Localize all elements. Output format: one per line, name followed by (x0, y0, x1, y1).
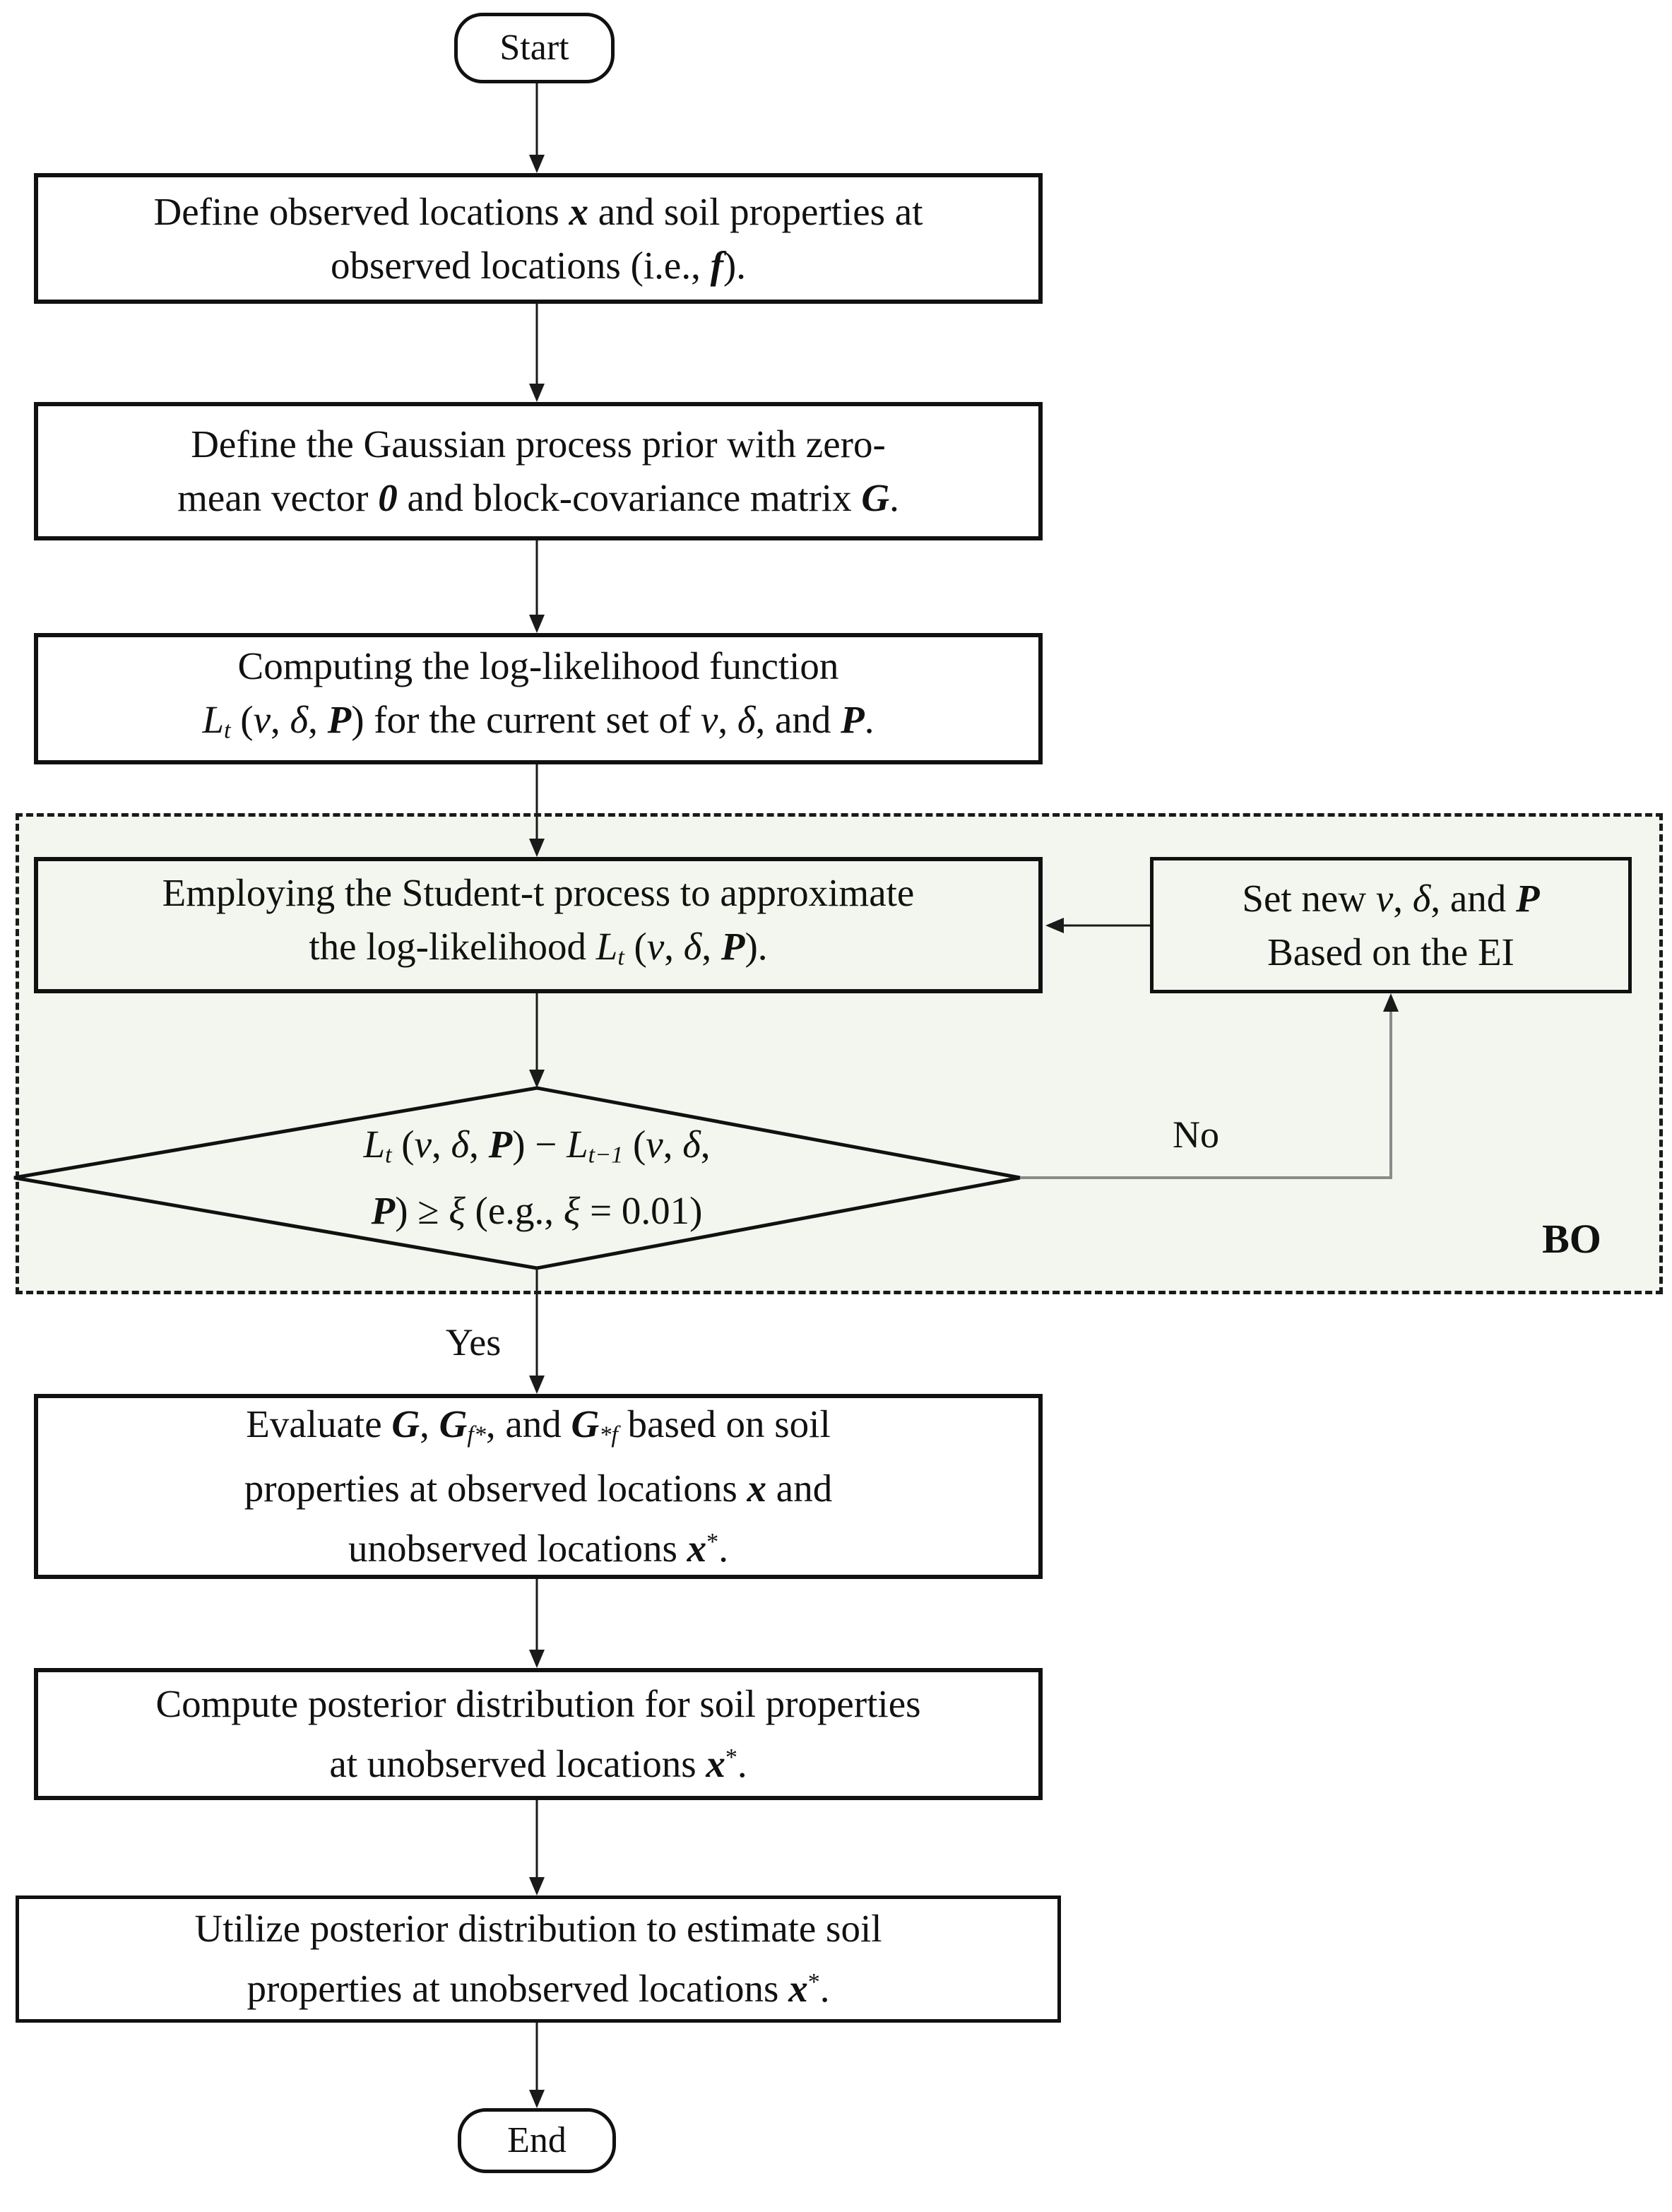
arrowhead-down (529, 155, 545, 173)
arrowhead-down (529, 1070, 545, 1088)
label-yes: Yes (445, 1321, 502, 1364)
step-set-new-params-text: Set new v, δ, and P Based on the EI (1242, 876, 1540, 974)
arrowhead-down (529, 384, 545, 402)
step-define-gp-prior: Define the Gaussian process prior with z… (34, 402, 1043, 540)
step-compute-loglikelihood-text: Computing the log-likelihood function Lt… (202, 644, 874, 744)
decision-convergence-text: Lt (v, δ, P) − Lt−1 (v, δ, P) ≥ ξ (e.g.,… (363, 1123, 711, 1232)
decision-convergence: Lt (v, δ, P) − Lt−1 (v, δ, P) ≥ ξ (e.g.,… (170, 1118, 904, 1238)
no-path-line (1020, 1010, 1392, 1179)
end-terminator: End (458, 2108, 616, 2173)
arrowhead-left (1045, 918, 1064, 933)
step-define-locations-text: Define observed locations x and soil pro… (153, 189, 923, 287)
arrowhead-down (529, 1376, 545, 1394)
arrowhead-down (529, 615, 545, 633)
arrowhead-down (529, 1877, 545, 1895)
step-compute-posterior-text: Compute posterior distribution for soil … (155, 1681, 921, 1786)
step-utilize-posterior-text: Utilize posterior distribution to estima… (194, 1907, 882, 2011)
step-compute-posterior: Compute posterior distribution for soil … (34, 1668, 1043, 1800)
step-evaluate-covariance: Evaluate G, Gf*, and G*f based on soil p… (34, 1394, 1043, 1579)
step-utilize-posterior: Utilize posterior distribution to estima… (16, 1895, 1061, 2023)
step-evaluate-covariance-text: Evaluate G, Gf*, and G*f based on soil p… (244, 1402, 833, 1571)
step-define-gp-prior-text: Define the Gaussian process prior with z… (177, 422, 899, 519)
label-bo: BO (1542, 1216, 1601, 1262)
step-define-locations: Define observed locations x and soil pro… (34, 173, 1043, 304)
arrowhead-down (529, 839, 545, 857)
start-label: Start (499, 28, 569, 68)
arrowhead-up (1383, 993, 1399, 1012)
step-compute-loglikelihood: Computing the log-likelihood function Lt… (34, 633, 1043, 764)
label-no: No (1173, 1113, 1219, 1156)
end-label: End (507, 2120, 567, 2160)
arrowhead-down (529, 1650, 545, 1668)
step-set-new-params: Set new v, δ, and P Based on the EI (1150, 857, 1632, 993)
step-student-t-approx: Employing the Student-t process to appro… (34, 857, 1043, 993)
start-terminator: Start (454, 13, 615, 83)
step-student-t-approx-text: Employing the Student-t process to appro… (162, 870, 915, 971)
arrowhead-down (529, 2090, 545, 2108)
